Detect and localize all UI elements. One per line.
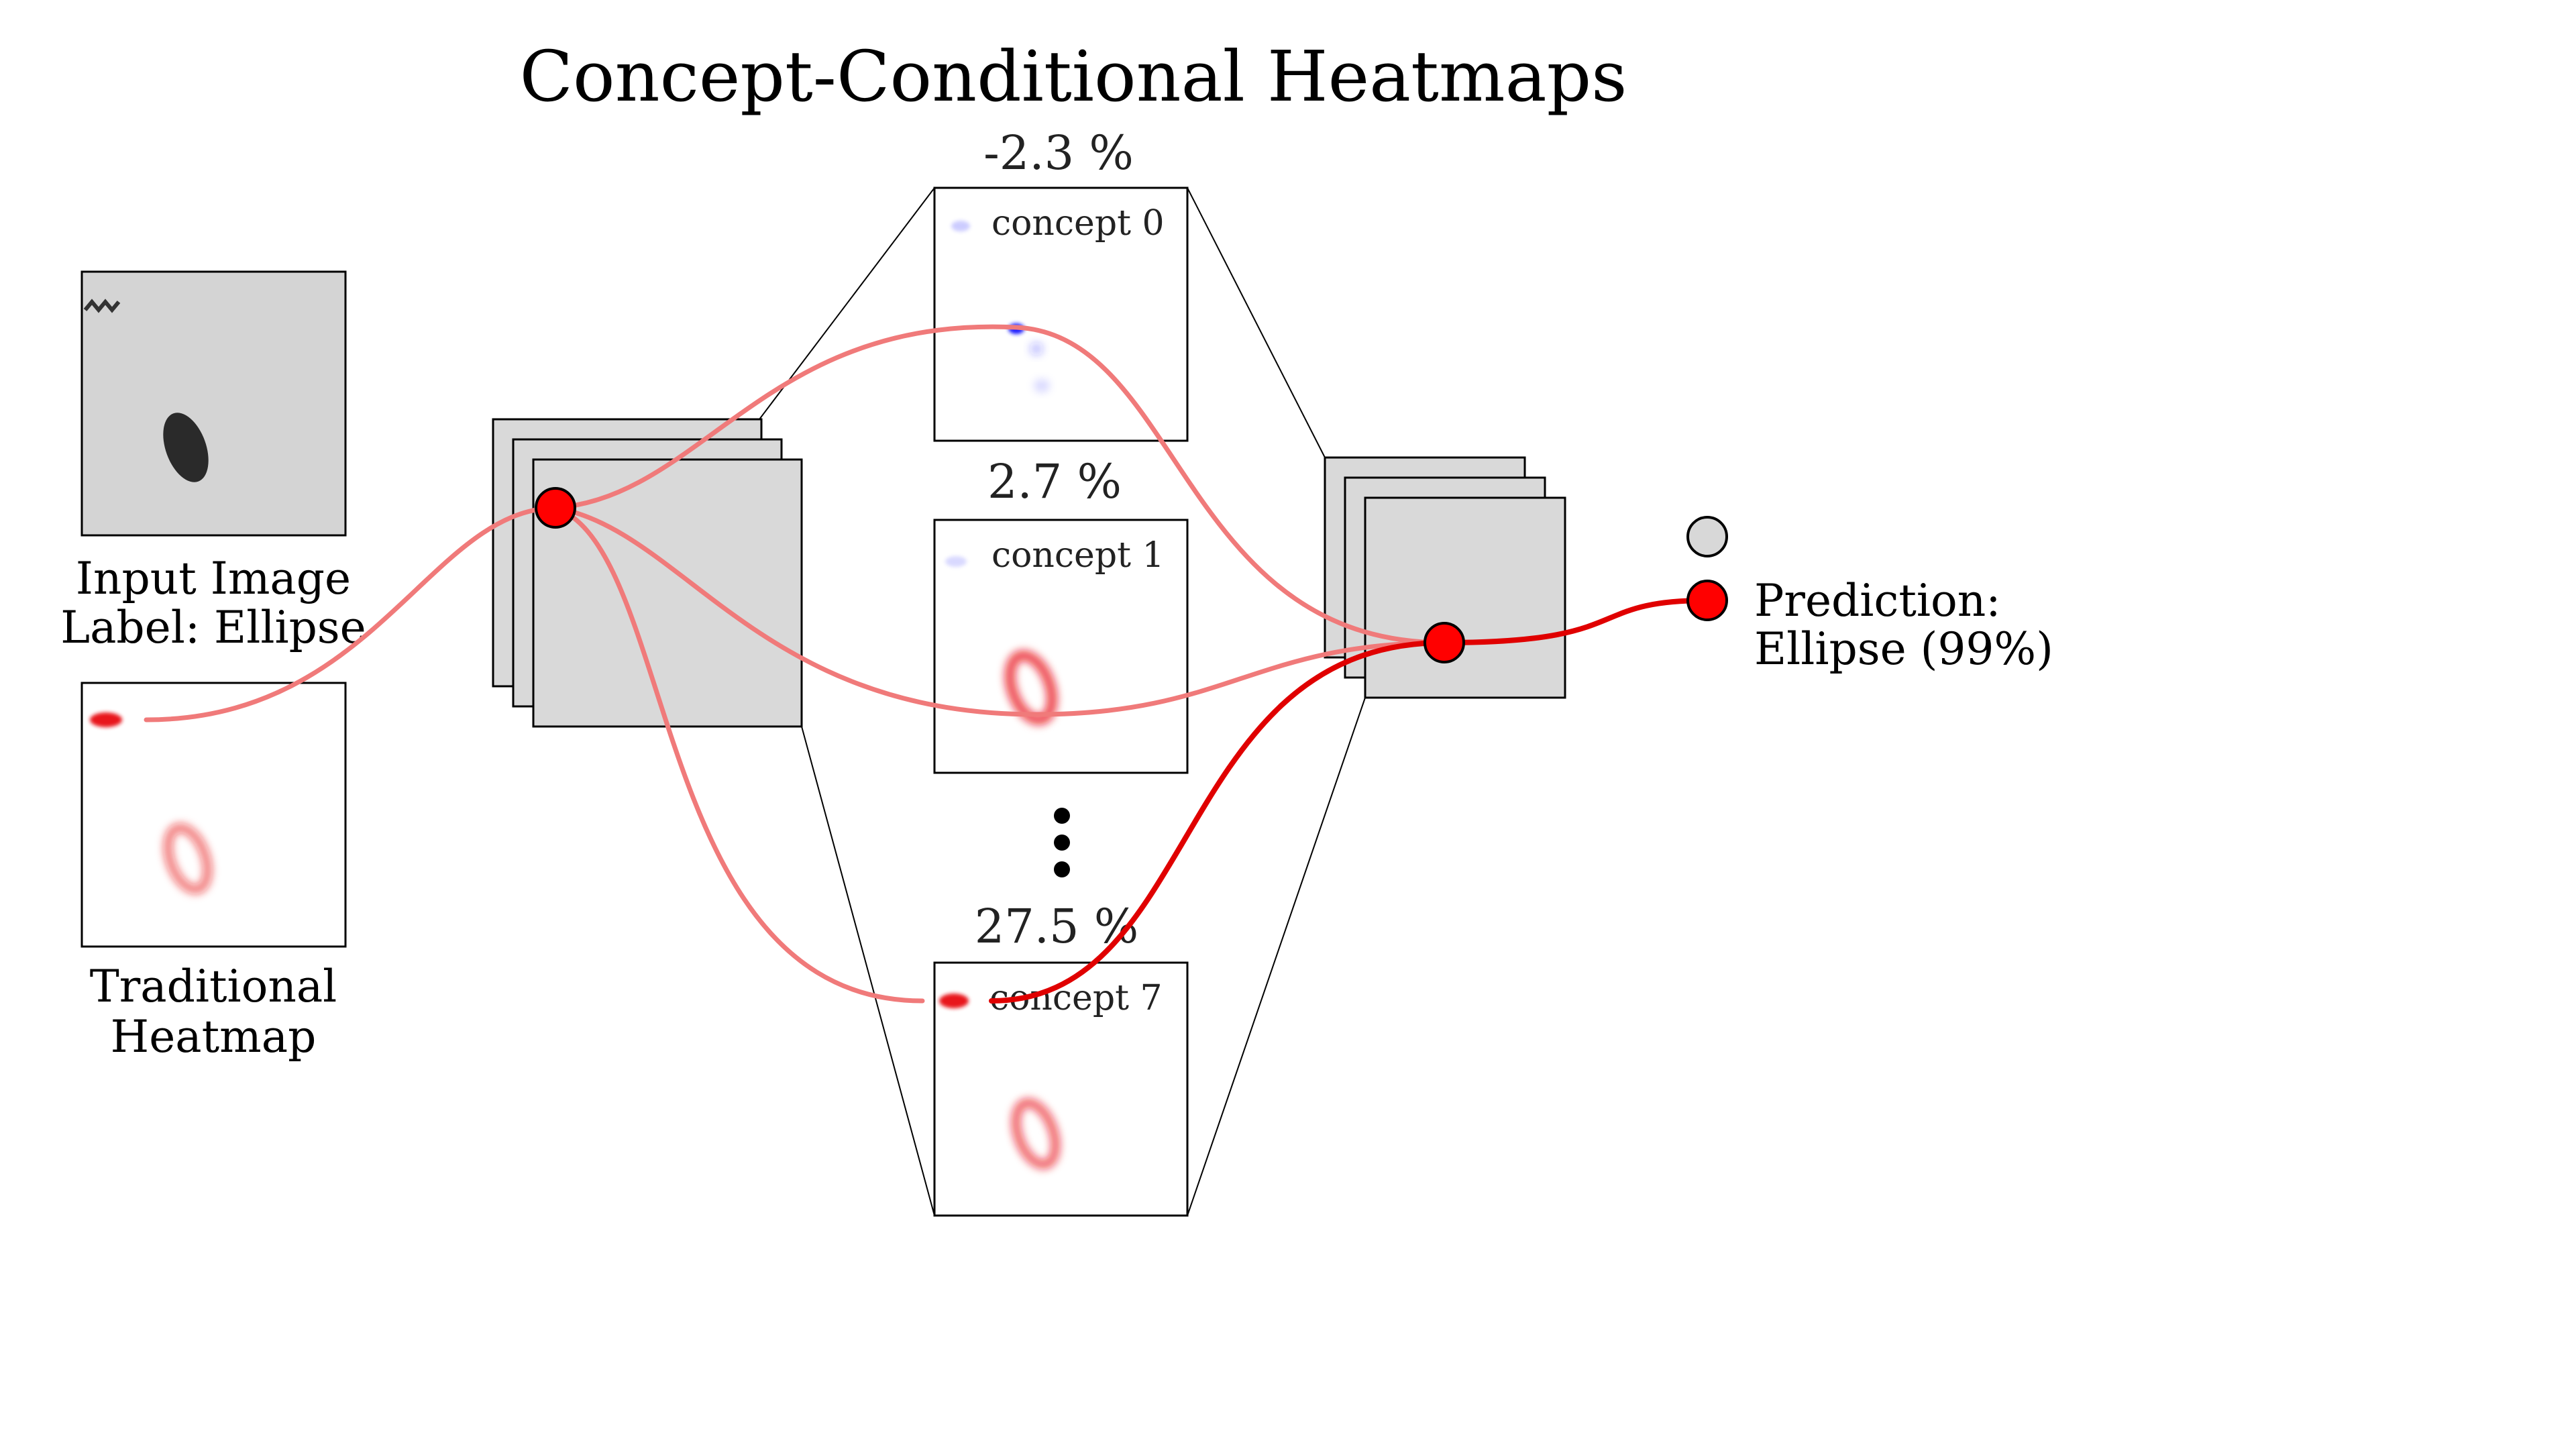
diagram-title: Concept-Conditional Heatmaps: [519, 36, 1627, 117]
prediction-label: Prediction:: [1754, 575, 2000, 627]
path-concept7-to-layer2: [989, 640, 1447, 1004]
concept-1-name: concept 1: [991, 535, 1165, 576]
concept-0-heatmap: [933, 186, 1189, 442]
path-layer1-to-concept7: [553, 505, 925, 1004]
traditional-heatmap-label: Traditional: [90, 961, 337, 1012]
concept-7-heatmap: [933, 961, 1189, 1217]
input-image-class-label: Label: Ellipse: [60, 602, 366, 653]
more-concepts-ellipsis: [1054, 808, 1070, 877]
traditional-heatmap: [80, 682, 347, 948]
path-concept1-to-layer2: [1034, 640, 1447, 717]
layer1-active-neuron: [535, 487, 576, 529]
concept-1-percent: 2.7 %: [987, 454, 1122, 509]
relevance-paths: [144, 324, 1710, 1004]
output-neuron-inactive: [1686, 516, 1728, 557]
path-layer2-to-prediction: [1442, 598, 1710, 645]
prediction-value: Ellipse (99%): [1754, 623, 2053, 675]
layer-stack-2: [1324, 456, 1566, 699]
path-layer1-to-concept1: [553, 505, 1039, 717]
path-layer1-to-concept0: [553, 324, 1019, 511]
traditional-heatmap-label-2: Heatmap: [111, 1011, 317, 1063]
concept-1-heatmap: [933, 519, 1189, 774]
projection-lines: [759, 187, 1366, 1216]
layer-stack-1: [492, 418, 803, 728]
input-image: [80, 270, 347, 537]
layer2-active-neuron: [1424, 622, 1465, 663]
input-image-label: Input Image: [76, 553, 351, 604]
path-heatmap-to-layer1: [144, 505, 558, 722]
concept-0-percent: -2.3 %: [983, 125, 1134, 180]
concept-0-name: concept 0: [991, 203, 1165, 244]
output-neuron-active: [1686, 580, 1728, 621]
path-concept0-to-layer2: [1014, 325, 1447, 645]
